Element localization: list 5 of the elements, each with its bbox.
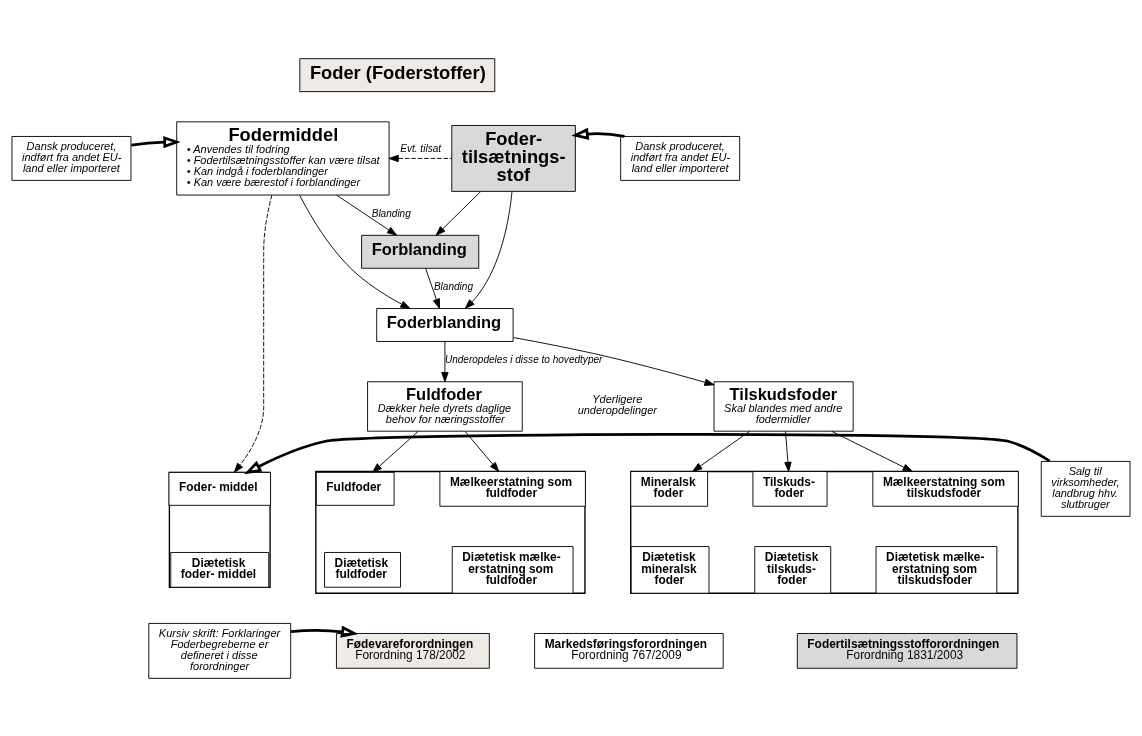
edge-label: Evt. tilsat [400,142,442,154]
edge-label: Underopdeles i disse to hovedtyper [444,353,603,365]
label: Yderligere underopdelinger [577,392,657,416]
edge-label: Blanding [433,280,474,292]
edge-label: Blanding [371,207,411,219]
